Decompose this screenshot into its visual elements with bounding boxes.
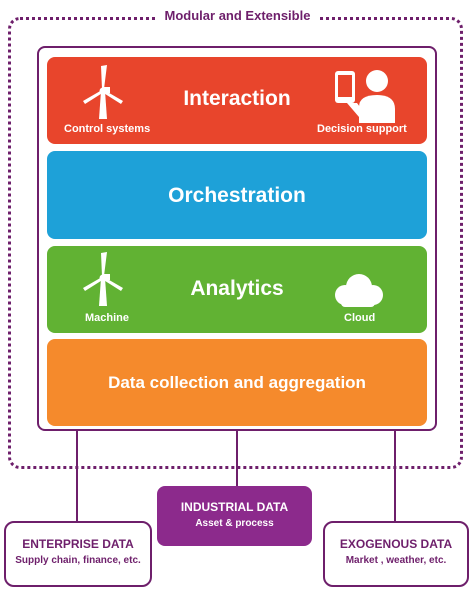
orchestration-layer: Orchestration — [47, 151, 427, 239]
orchestration-title: Orchestration — [168, 184, 306, 207]
data-collection-title: Data collection and aggregation — [108, 373, 366, 392]
industrial-connector — [236, 428, 238, 488]
decision-support-label: Decision support — [317, 123, 407, 135]
enterprise-connector — [76, 428, 78, 524]
boundary-title-wrap: Modular and Extensible — [0, 7, 475, 25]
boundary-title: Modular and Extensible — [156, 8, 319, 23]
exogenous-connector — [394, 428, 396, 524]
industrial-data-subtitle: Asset & process — [195, 518, 274, 529]
cloud-label: Cloud — [344, 312, 376, 324]
person-with-phone-icon — [335, 70, 395, 123]
analytics-layer: Analytics Machine Cloud — [47, 246, 427, 333]
exogenous-data-title: EXOGENOUS DATA — [339, 537, 453, 551]
data-collection-layer: Data collection and aggregation — [47, 339, 427, 426]
enterprise-data-box: ENTERPRISE DATA Supply chain, finance, e… — [4, 521, 152, 587]
analytics-title: Analytics — [190, 277, 284, 300]
machine-label: Machine — [85, 312, 130, 324]
interaction-layer: Interaction Control systems Decision sup… — [47, 57, 427, 144]
control-systems-label: Control systems — [64, 123, 151, 135]
wind-turbine-icon — [83, 65, 123, 119]
industrial-data-box: INDUSTRIAL DATA Asset & process — [157, 486, 312, 546]
exogenous-data-subtitle: Market , weather, etc. — [345, 555, 447, 566]
cloud-icon — [335, 274, 383, 307]
enterprise-data-subtitle: Supply chain, finance, etc. — [15, 555, 141, 566]
industrial-data-title: INDUSTRIAL DATA — [180, 500, 289, 514]
wind-turbine-icon — [83, 252, 123, 306]
exogenous-data-box: EXOGENOUS DATA Market , weather, etc. — [323, 521, 469, 587]
enterprise-data-title: ENTERPRISE DATA — [22, 537, 134, 551]
interaction-title: Interaction — [183, 87, 291, 110]
